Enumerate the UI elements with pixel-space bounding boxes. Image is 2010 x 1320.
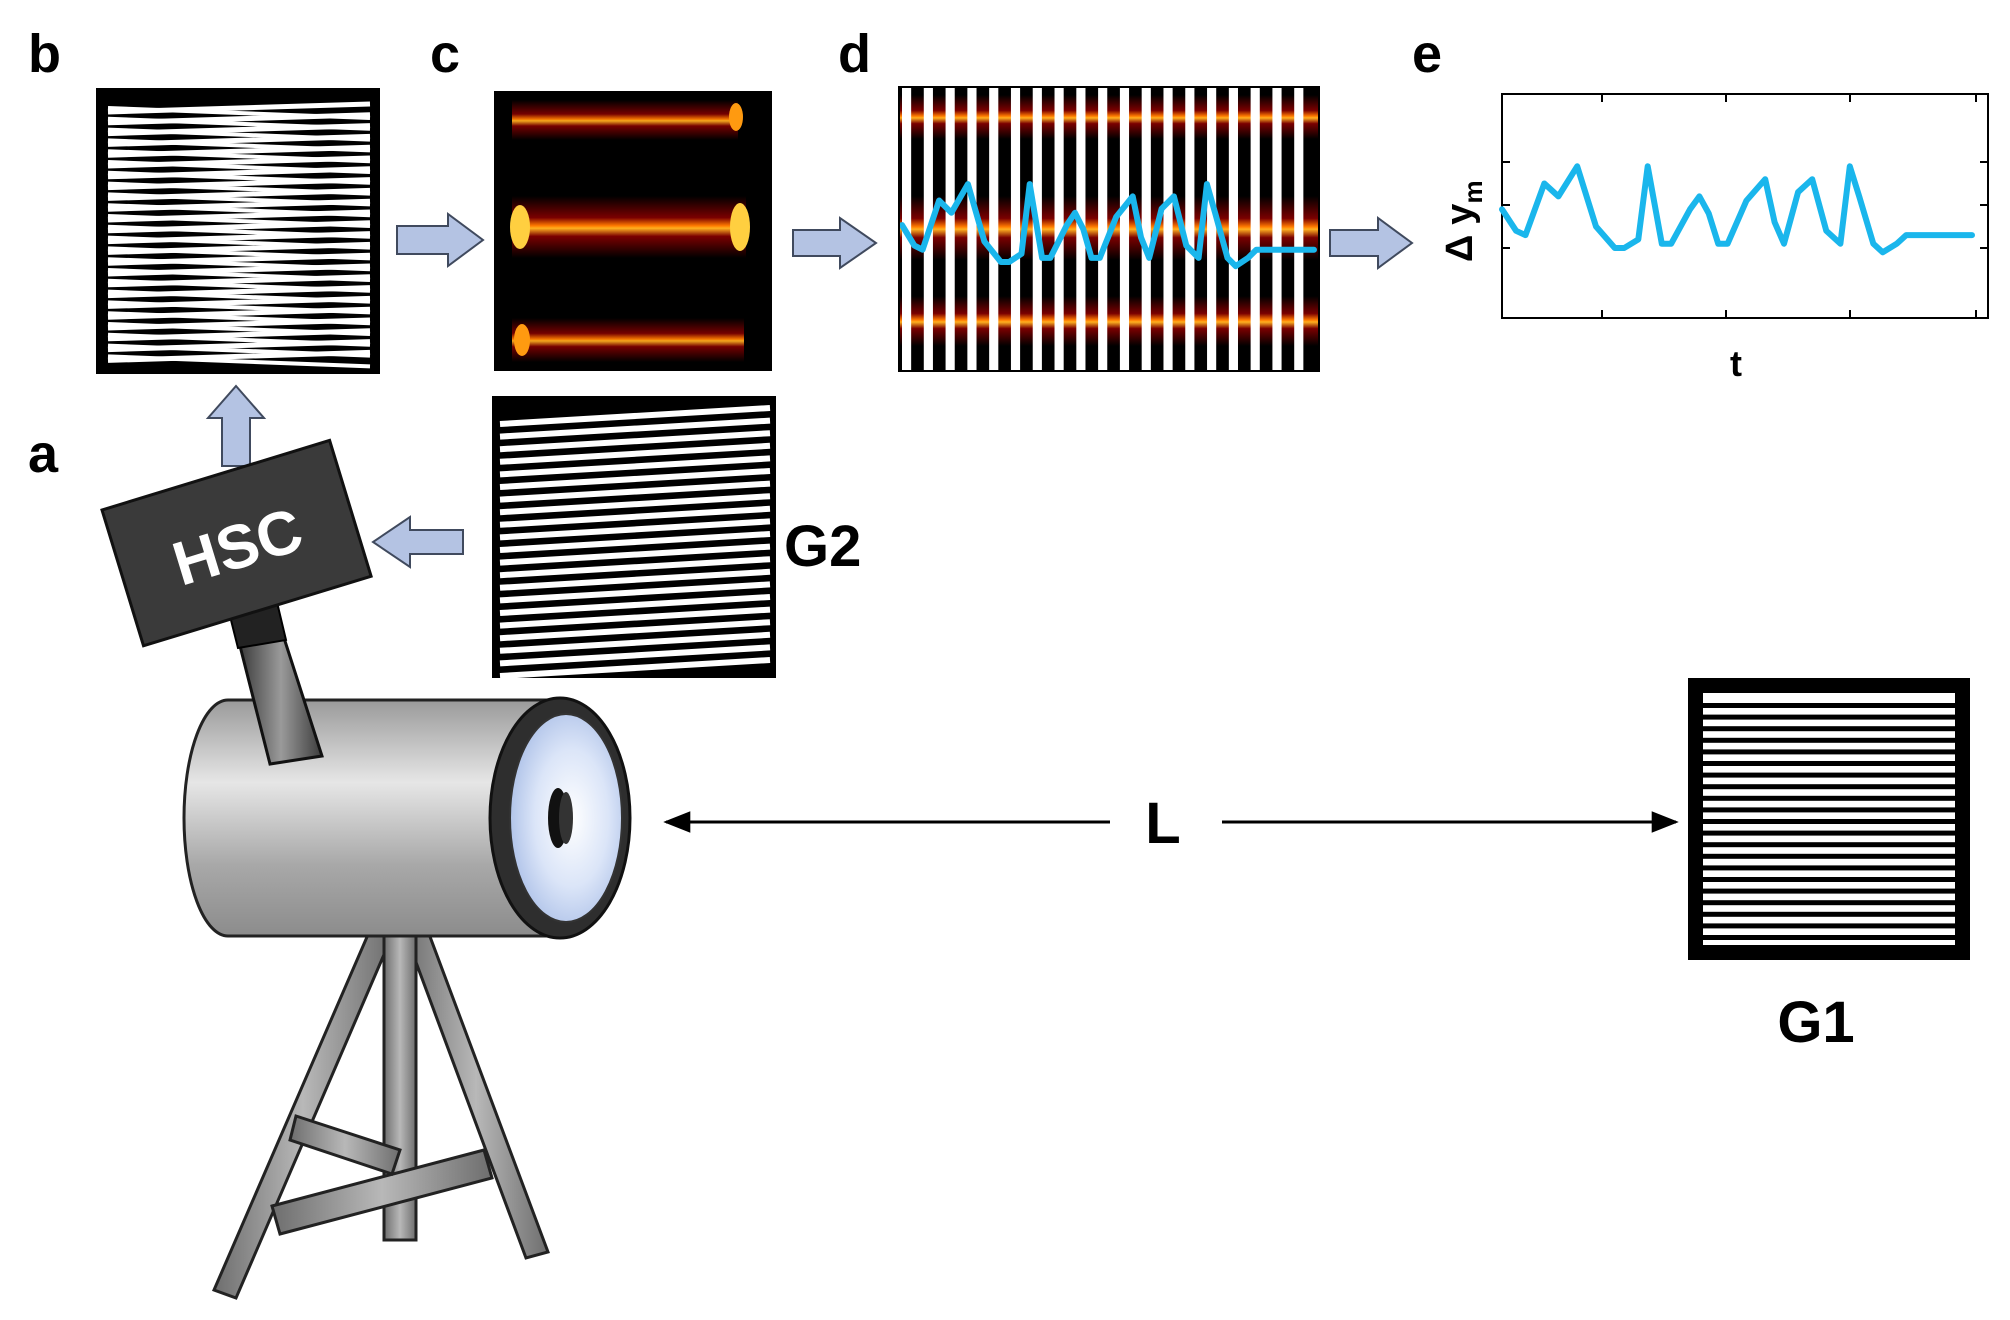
grating-g2-label: G2	[784, 514, 861, 579]
grating-line	[1703, 819, 1955, 824]
grating-line	[499, 430, 771, 453]
panel-label-c: c	[430, 24, 460, 84]
grating-line	[499, 505, 771, 528]
arrow-d-to-e	[1329, 216, 1414, 270]
sample-stripe	[1294, 88, 1304, 370]
grating-line	[1703, 853, 1955, 859]
sample-stripe	[1185, 88, 1195, 370]
panel-label-d: d	[838, 24, 871, 84]
panel-e-plot: Δym t	[1439, 93, 1989, 384]
grating-line	[499, 568, 771, 591]
grating-line	[1703, 761, 1955, 766]
grating-line	[1703, 807, 1955, 813]
arrow-g2-to-camera	[371, 515, 464, 569]
plot-signal-line	[1499, 163, 1975, 256]
grating-line	[499, 531, 771, 553]
moire-line	[107, 354, 371, 369]
grating-line	[1703, 923, 1955, 929]
grating-line	[1703, 737, 1955, 743]
sample-stripe	[1119, 88, 1130, 370]
sample-stripe	[1228, 88, 1238, 370]
grating-g2	[492, 396, 776, 678]
sample-stripe	[1163, 88, 1173, 370]
grating-line	[499, 657, 771, 678]
grating-line	[1703, 703, 1955, 708]
grating-line	[1703, 749, 1955, 755]
grating-line	[499, 518, 771, 541]
axis-y-label: Δym	[1439, 180, 1488, 262]
grating-line	[499, 493, 771, 516]
sample-stripe	[1207, 88, 1217, 370]
panel-label-a: a	[28, 424, 59, 484]
grating-line	[499, 619, 771, 642]
panel-d-signal-trace	[900, 181, 1317, 270]
grating-line	[1703, 842, 1955, 848]
grating-line	[1703, 830, 1955, 836]
grating-line	[1703, 714, 1955, 720]
sample-stripe	[1141, 88, 1151, 370]
grating-line	[499, 644, 771, 667]
sample-stripe	[967, 88, 977, 370]
grating-line	[499, 405, 771, 427]
sample-stripe	[1010, 88, 1021, 370]
grating-line	[499, 468, 771, 490]
sample-stripe	[1250, 88, 1260, 370]
grating-line	[499, 417, 771, 440]
grating-line	[1703, 865, 1955, 871]
panel-label-b: b	[28, 24, 61, 84]
grating-line	[1703, 888, 1955, 894]
axis-x-label: t	[1730, 343, 1742, 384]
grating-line	[1703, 877, 1955, 882]
tripod	[211, 924, 550, 1300]
sample-stripe	[1272, 88, 1282, 370]
telescope-camera-assembly: HSC	[100, 438, 632, 1300]
grating-line	[499, 455, 771, 478]
grating-line	[1703, 784, 1955, 790]
grating-line	[499, 442, 771, 465]
sample-stripe	[945, 88, 955, 370]
panel-c-fringe-image	[494, 91, 772, 371]
distance-label: L	[1145, 791, 1180, 856]
grating-line	[1703, 935, 1955, 940]
grating-line	[499, 594, 771, 616]
grating-line	[1703, 772, 1955, 778]
sample-stripe	[1054, 88, 1064, 370]
arrow-camera-to-b	[205, 384, 267, 467]
arrow-b-to-c	[396, 212, 485, 268]
grating-line	[499, 480, 771, 503]
panel-b-moire-image	[96, 88, 380, 374]
grating-line	[1703, 726, 1955, 732]
grating-g1-label: G1	[1777, 990, 1854, 1055]
grating-line	[499, 631, 771, 654]
grating-g1	[1688, 678, 1970, 960]
grating-line	[499, 543, 771, 566]
arrow-c-to-d	[792, 216, 878, 270]
hsc-camera-box	[100, 438, 373, 648]
sample-stripe	[989, 88, 999, 370]
grating-line	[1703, 795, 1955, 801]
grating-line	[499, 556, 771, 579]
grating-line	[499, 581, 771, 604]
panel-label-e: e	[1412, 24, 1442, 84]
grating-line	[1703, 911, 1955, 917]
grating-line	[499, 606, 771, 629]
grating-line	[1703, 900, 1955, 906]
sample-stripe	[1098, 88, 1108, 370]
panel-d-fringe-signal-image	[898, 86, 1320, 372]
